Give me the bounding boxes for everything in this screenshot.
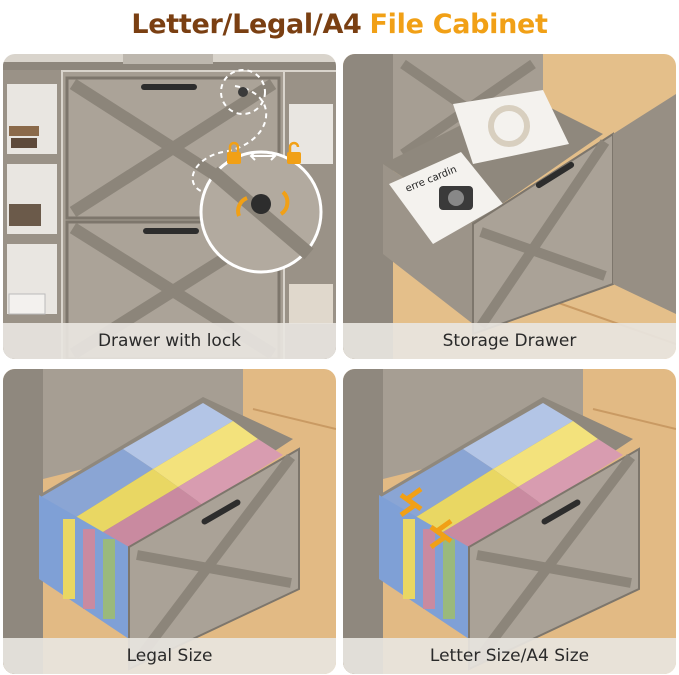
arrow-left-icon bbox=[402, 486, 423, 512]
storage-drawer-photo: erre cardin bbox=[343, 54, 676, 359]
panel-caption: Letter Size/A4 Size bbox=[343, 638, 676, 674]
title-main: Letter/Legal/A4 bbox=[131, 8, 362, 40]
cabinet-lock-photo bbox=[3, 54, 336, 359]
panel-caption: Storage Drawer bbox=[343, 323, 676, 359]
letter-files-photo bbox=[343, 369, 676, 674]
panel-letter-a4-size: Letter Size/A4 Size bbox=[343, 369, 676, 674]
panel-drawer-with-lock: Drawer with lock bbox=[3, 54, 336, 359]
title-accent: File Cabinet bbox=[369, 8, 548, 40]
panel-caption: Legal Size bbox=[3, 638, 336, 674]
legal-files-photo bbox=[3, 369, 336, 674]
page-title: Letter/Legal/A4 File Cabinet bbox=[0, 0, 679, 48]
panel-legal-size: Legal Size bbox=[3, 369, 336, 674]
panel-caption: Drawer with lock bbox=[3, 323, 336, 359]
panel-storage-drawer: erre cardin Storage Drawer bbox=[343, 54, 676, 359]
